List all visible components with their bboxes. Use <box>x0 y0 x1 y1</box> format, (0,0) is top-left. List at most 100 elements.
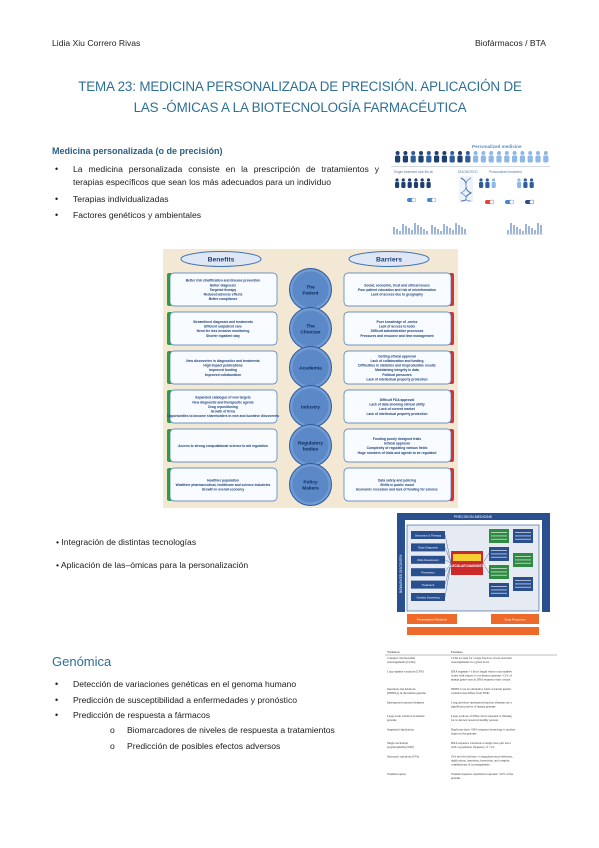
diagram-item-box: Early Diagnosis <box>411 543 452 564</box>
header-author: Lidia Xiu Correro Rivas <box>52 38 141 48</box>
page-title-line-1: TEMA 23: MEDICINA PERSONALIZADA DE PRECI… <box>78 79 522 94</box>
diagram-top-label: PRECISION MEDICINE <box>454 515 493 519</box>
barrier-text: Lack of access to tools <box>379 325 415 329</box>
diagram-right-boxes <box>482 529 533 597</box>
list-item-text: La medicina personalizada consiste en la… <box>73 164 379 187</box>
variation-cell: Single nucleotide <box>387 741 409 745</box>
benefit-box: Better risk stratification and disease p… <box>167 272 278 307</box>
stakeholder-label: Policy <box>303 480 317 486</box>
diagram-bottom-left: Personalized Medicine <box>417 618 448 622</box>
person-icon <box>418 151 424 163</box>
person-icon <box>410 151 416 163</box>
diagram-side-box <box>489 583 509 597</box>
list-item: •La medicina personalizada consiste en l… <box>55 163 379 189</box>
barriers-title: Barriers <box>376 257 402 264</box>
list-item: • Factores genéticos y ambientales <box>55 209 379 222</box>
stakeholder-label: Regulatory <box>298 441 323 447</box>
stakeholder-label: bodies <box>303 447 319 453</box>
features-cell: variation that differs from SNPs <box>451 691 490 695</box>
sub-list-item-text: Predicción de posibles efectos adversos <box>127 740 281 751</box>
person-icon <box>488 151 494 163</box>
barrier-text: Difficult administrative processes <box>371 329 424 333</box>
diagram-item-label: Genetic Screening <box>416 595 439 599</box>
barriers-header: Barriers <box>348 251 430 267</box>
list-item-text: Terapias individualizadas <box>73 193 169 204</box>
barrier-text: Huge numbers of trials and agents to be … <box>358 451 437 455</box>
bullet-icon: • <box>55 210 59 220</box>
page-title-line-2: LAS -ÓMICAS A LA BIOTECNOLOGÍA FARMACÉUT… <box>133 100 467 115</box>
variation-cell: Structural variations (SVs) <box>387 755 419 759</box>
features-cell: Duplicons have >90% sequence homology to… <box>451 728 515 732</box>
person-icon <box>504 151 510 163</box>
barrier-text: Difficult FDA approval <box>380 398 415 402</box>
person-icon <box>426 151 432 163</box>
list-item-text: Factores genéticos y ambientales <box>73 210 202 220</box>
person-icon <box>480 151 486 163</box>
barrier-text: Lack of intellectual property protection <box>366 377 427 381</box>
benefit-text: Opportunities to become shareholders in … <box>167 414 279 418</box>
bullet-icon: • <box>55 193 59 204</box>
diagram-side-box <box>489 565 509 579</box>
person-icon <box>535 151 541 163</box>
variation-cell: Insertions and deletions <box>387 687 416 691</box>
barrier-text: Lack of intellectual property protection <box>366 412 427 416</box>
features-cell: CCRs account for a large fraction of non… <box>451 656 512 660</box>
person-icon <box>407 178 412 188</box>
table-row: Insertions and deletions(INDELs) in the … <box>387 687 512 695</box>
sub-list-item-text: Biomarcadores de niveles de respuesta a … <box>127 725 335 735</box>
features-cell: for no known reason in healthy persons <box>451 718 499 722</box>
variation-cell: Copy number variation (CNV) <box>387 670 424 674</box>
benefit-text: Targeted therapy <box>210 288 237 292</box>
person-icon <box>413 178 419 188</box>
benefit-text: New discoveries in diagnostics and treat… <box>186 359 260 363</box>
table-header-features: Features <box>451 650 463 654</box>
features-cell: human genes vary in DNA sequence they co… <box>451 678 511 682</box>
stakeholder-label: Makers <box>302 486 319 492</box>
person-icon <box>527 151 533 163</box>
person-icon <box>543 151 549 163</box>
diagram-item-label: Genomics & Therapy <box>415 533 442 537</box>
barrier-box: Social, economic, trust and ethical issu… <box>343 272 454 307</box>
barrier-text: Difficulties in statistics and irreprodu… <box>358 364 436 368</box>
list-item: • Terapias individualizadas <box>55 193 379 206</box>
bullet-icon: • <box>55 679 59 689</box>
stakeholder-row: New discoveries in diagnostics and treat… <box>167 346 454 389</box>
stakeholder-circle: Academia <box>289 346 332 389</box>
barrier-text: Pressures and resource and time manageme… <box>360 334 434 338</box>
personalized-medicine-figure: Personalized medicine Single treatment s… <box>389 138 552 244</box>
barrier-text: Lack of collaboration and funding <box>371 359 424 363</box>
list-item: •Predicción de respuesta a fármacos <box>55 709 373 722</box>
features-cell: duplications, insertions, inversions, an… <box>451 759 510 764</box>
person-icon <box>496 151 502 163</box>
table-header-variation: Variation <box>387 650 400 654</box>
features-cell: with a population frequency of >1% <box>451 745 495 749</box>
person-icon <box>479 178 484 188</box>
person-icon <box>517 178 522 188</box>
variation-cell: Complex chromosomal <box>387 656 415 660</box>
figure1-label-diagnostic: DIAGNOSTIC <box>458 170 479 174</box>
benefit-text: Better compliance <box>209 297 238 301</box>
list-item-text: Detección de variaciones genéticas en el… <box>73 679 297 689</box>
features-cell: significant portion of human genome <box>451 705 496 709</box>
person-icon <box>512 151 518 163</box>
barrier-text: Lack of current market <box>379 407 415 411</box>
person-icon <box>420 178 425 188</box>
figure1-label-personalized: Personalized treatment <box>489 170 522 174</box>
diagram-item-label: Prevention <box>421 571 435 575</box>
benefits-barriers-figure: Benefits Barriers Better risk stratifica… <box>163 249 458 508</box>
table-row: Large-scale variation in humangenomeLarg… <box>387 714 512 722</box>
diagram-side-label: BIOMARKER DISCOVERY <box>399 553 403 593</box>
figure1-caption: Personalized medicine <box>472 144 522 149</box>
barrier-text: Shifts in public mood <box>380 483 414 487</box>
person-icon <box>473 151 479 163</box>
diagram-item-box: Risk Assessment <box>411 555 452 564</box>
header-course: Biofármacos / BTA <box>475 38 546 48</box>
diagram-side-box <box>489 529 509 543</box>
